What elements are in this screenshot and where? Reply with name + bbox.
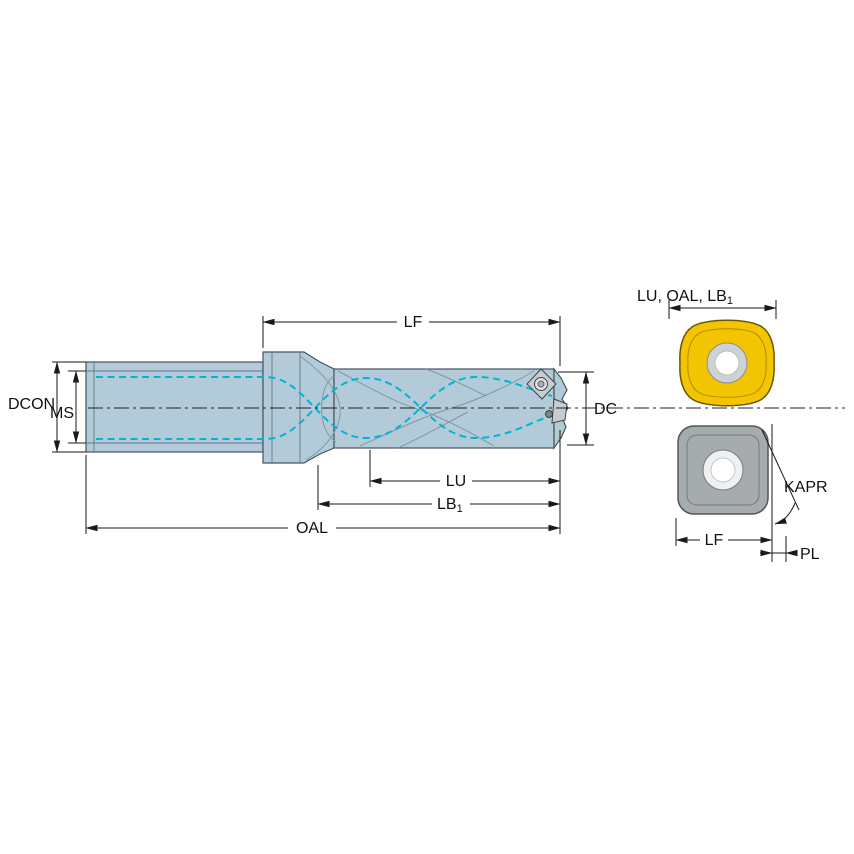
label-insert-ref: LU, OAL, LB1 bbox=[637, 288, 733, 307]
shank bbox=[85, 361, 264, 453]
flute-helix-3 bbox=[425, 368, 487, 397]
coolant-channel-lower bbox=[96, 376, 550, 440]
label-ms: MS bbox=[50, 405, 74, 422]
gray-insert-edge-land bbox=[686, 434, 760, 506]
dimension-pl: PL bbox=[760, 536, 820, 563]
dimension-lf-insert: LF bbox=[675, 518, 773, 549]
label-lu: LU bbox=[446, 473, 466, 490]
drill-assembly bbox=[85, 351, 569, 464]
label-pl: PL bbox=[800, 546, 820, 563]
label-lb1: LB1 bbox=[437, 496, 463, 515]
insert-top-dimension: LU, OAL, LB1 bbox=[637, 288, 777, 319]
gray-insert bbox=[677, 425, 769, 515]
coolant-channel-upper bbox=[96, 375, 553, 440]
label-dc: DC bbox=[594, 401, 617, 418]
label-lf-insert: LF bbox=[705, 532, 724, 549]
shank-body bbox=[85, 361, 264, 453]
gray-insert-hole bbox=[710, 457, 736, 483]
dimension-dcon: DCON bbox=[8, 361, 86, 453]
label-lf: LF bbox=[404, 314, 423, 331]
yellow-insert-edge-land bbox=[687, 328, 767, 398]
kapr-angle-arc bbox=[774, 502, 796, 525]
insert-screw-socket bbox=[537, 380, 545, 388]
dimension-lb1: LB1 bbox=[317, 465, 561, 515]
central-insert-screw bbox=[545, 410, 553, 418]
dimension-dc: DC bbox=[558, 371, 617, 446]
label-oal: OAL bbox=[296, 520, 328, 537]
flute-swirl bbox=[299, 355, 341, 461]
yellow-insert-hole bbox=[714, 350, 740, 376]
flute-helix-4 bbox=[397, 411, 469, 449]
label-dcon: DCON bbox=[8, 396, 55, 413]
yellow-insert bbox=[679, 319, 775, 407]
flute-arc-left bbox=[321, 375, 337, 443]
label-kapr: KAPR bbox=[784, 479, 828, 496]
dimension-lf: LF bbox=[262, 314, 561, 366]
dimension-oal: OAL bbox=[85, 455, 561, 537]
dimension-ms: MS bbox=[50, 370, 86, 444]
central-insert bbox=[551, 398, 568, 424]
kapr-annotation: KAPR bbox=[761, 424, 828, 562]
insert-panel: LU, OAL, LB1 KAPR bbox=[637, 288, 828, 563]
kapr-edge-line bbox=[761, 429, 800, 511]
coolant-channels bbox=[96, 375, 553, 440]
dimension-lu: LU bbox=[369, 430, 561, 534]
